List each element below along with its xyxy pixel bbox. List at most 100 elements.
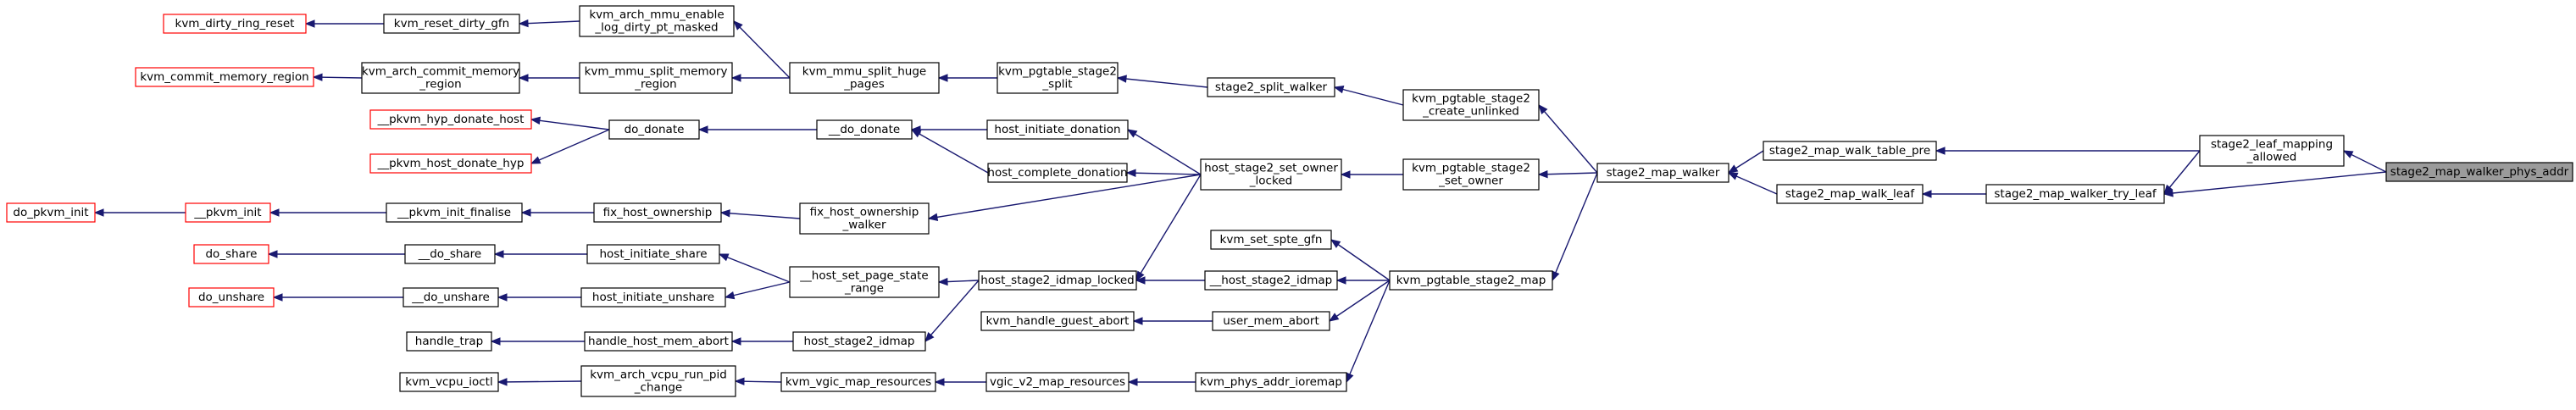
- node-arch-mmu-enable-log[interactable]: kvm_arch_mmu_enable_log_dirty_pt_masked: [579, 5, 735, 37]
- node-box: [580, 287, 726, 308]
- node-leaf-mapping[interactable]: stage2_leaf_mapping_allowed: [2199, 135, 2345, 167]
- node-commit-memory-region[interactable]: kvm_commit_memory_region: [135, 67, 314, 87]
- node-do-donate-dunder[interactable]: __do_donate: [816, 119, 913, 140]
- call-edge: [734, 377, 782, 385]
- node-label: fix_host_ownership: [603, 206, 713, 219]
- node-try-leaf[interactable]: stage2_map_walker_try_leaf: [1985, 184, 2165, 204]
- node-label: do_pkvm_init: [13, 206, 88, 219]
- arrowhead-icon: [730, 337, 741, 346]
- node-pkvm-host-donate-hyp[interactable]: __pkvm_host_donate_hyp: [369, 153, 532, 174]
- arrowhead-icon: [1333, 86, 1345, 94]
- node-map-walker[interactable]: stage2_map_walker: [1596, 163, 1729, 183]
- edge-line: [2163, 150, 2201, 195]
- node-handle-trap[interactable]: handle_trap: [406, 331, 492, 352]
- node-label: handle_host_mem_abort: [588, 335, 729, 348]
- node-pkvm-init-finalise[interactable]: __pkvm_init_finalise: [386, 202, 523, 223]
- node-label: stage2_map_walk_table_pre: [1769, 144, 1930, 158]
- node-root: stage2_map_walker_phys_addr: [2385, 162, 2573, 182]
- node-phys-addr-ioremap[interactable]: kvm_phys_addr_ioremap: [1195, 372, 1347, 392]
- node-box: [1207, 77, 1335, 97]
- edge-line: [1538, 104, 1598, 174]
- node-set-owner[interactable]: kvm_pgtable_stage2_set_owner: [1402, 158, 1540, 191]
- node-stage2-map[interactable]: kvm_pgtable_stage2_map: [1389, 270, 1553, 291]
- node-handle-host-mem-abort[interactable]: handle_host_mem_abort: [584, 331, 733, 352]
- node-label: handle_trap: [415, 335, 483, 348]
- node-label: _walker: [841, 219, 886, 232]
- node-arch-vcpu-run-pid-change[interactable]: kvm_arch_vcpu_run_pid_change: [580, 365, 736, 397]
- edge-line: [2163, 171, 2387, 195]
- node-host-set-owner[interactable]: host_stage2_set_owner_locked: [1200, 158, 1342, 191]
- node-vgic-v2-map-resources[interactable]: vgic_v2_map_resources: [985, 372, 1130, 392]
- node-label: kvm_pgtable_stage2_map: [1396, 274, 1546, 287]
- node-box: [193, 244, 269, 264]
- node-walk-table-pre[interactable]: stage2_map_walk_table_pre: [1763, 141, 1937, 161]
- node-label: host_stage2_set_owner: [1204, 162, 1338, 175]
- call-edge: [924, 280, 980, 343]
- arrowhead-icon: [719, 209, 730, 218]
- arrowhead-icon: [1135, 270, 1145, 282]
- arrowhead-icon: [1921, 190, 1932, 198]
- node-box: [980, 311, 1135, 331]
- node-pgtable-split[interactable]: kvm_pgtable_stage2_split: [997, 62, 1119, 94]
- call-edge: [2342, 150, 2387, 173]
- node-label: kvm_commit_memory_region: [140, 70, 308, 84]
- node-host-initiate-share[interactable]: host_initiate_share: [586, 244, 720, 264]
- arrowhead-icon: [924, 331, 935, 343]
- node-user-mem-abort[interactable]: user_mem_abort: [1212, 311, 1330, 331]
- node-mmu-split-huge-pages[interactable]: kvm_mmu_split_huge_pages: [789, 62, 940, 94]
- node-host-idmap-dunder[interactable]: __host_stage2_idmap: [1204, 270, 1338, 291]
- arrowhead-icon: [1335, 276, 1346, 285]
- node-host-complete-donation[interactable]: host_complete_donation: [987, 163, 1128, 183]
- node-host-set-page-state-range[interactable]: __host_set_page_state_range: [789, 266, 940, 298]
- node-reset-dirty-gfn[interactable]: kvm_reset_dirty_gfn: [383, 14, 520, 34]
- arrowhead-icon: [518, 19, 529, 28]
- node-mmu-split-memory-region[interactable]: kvm_mmu_split_memory_region: [579, 62, 733, 94]
- node-arch-commit-memory-region[interactable]: kvm_arch_commit_memory_region: [361, 62, 520, 94]
- arrowhead-icon: [937, 277, 948, 286]
- node-box: [399, 372, 499, 392]
- node-do-pkvm-init[interactable]: do_pkvm_init: [6, 202, 96, 223]
- arrowhead-icon: [530, 116, 541, 125]
- node-do-share[interactable]: __do_share: [404, 244, 496, 264]
- node-label: do_unshare: [198, 291, 264, 304]
- node-box: [1402, 158, 1540, 191]
- node-walk-leaf[interactable]: stage2_map_walk_leaf: [1776, 184, 1924, 204]
- node-split-walker[interactable]: stage2_split_walker: [1207, 77, 1335, 97]
- node-fix-host-ownership-walker[interactable]: fix_host_ownership_walker: [799, 202, 930, 235]
- node-label: stage2_split_walker: [1215, 80, 1328, 94]
- node-box: [404, 244, 496, 264]
- node-handle-guest-abort[interactable]: kvm_handle_guest_abort: [980, 311, 1135, 331]
- node-do-donate[interactable]: do_donate: [608, 119, 700, 140]
- node-do-share-red[interactable]: do_share: [193, 244, 269, 264]
- node-do-unshare[interactable]: __do_unshare: [402, 287, 499, 308]
- node-pkvm-hyp-donate-host[interactable]: __pkvm_hyp_donate_host: [369, 109, 532, 130]
- node-vcpu-ioctl[interactable]: kvm_vcpu_ioctl: [399, 372, 499, 392]
- node-fix-host-ownership[interactable]: fix_host_ownership: [593, 202, 722, 223]
- node-box: [383, 14, 520, 34]
- arrowhead-icon: [267, 250, 278, 258]
- node-dirty-ring-reset[interactable]: kvm_dirty_ring_reset: [163, 14, 307, 34]
- call-edge: [269, 208, 386, 217]
- node-do-unshare-red[interactable]: do_unshare: [188, 287, 275, 308]
- arrowhead-icon: [1125, 169, 1136, 177]
- node-host-initiate-unshare[interactable]: host_initiate_unshare: [580, 287, 726, 308]
- node-set-spte-gfn[interactable]: kvm_set_spte_gfn: [1210, 230, 1332, 250]
- node-vgic-map-resources[interactable]: kvm_vgic_map_resources: [780, 372, 936, 392]
- node-pkvm-init[interactable]: __pkvm_init: [185, 202, 271, 223]
- arrowhead-icon: [733, 20, 743, 30]
- node-box: [1200, 158, 1342, 191]
- arrowhead-icon: [269, 208, 280, 217]
- node-box: [135, 67, 314, 87]
- node-box: [593, 202, 722, 223]
- node-box: [2385, 162, 2573, 182]
- call-edge: [272, 293, 403, 302]
- node-label: host_initiate_donation: [994, 123, 1120, 136]
- node-box: [402, 287, 499, 308]
- arrowhead-icon: [1552, 270, 1560, 282]
- node-label: stage2_leaf_mapping: [2211, 138, 2333, 152]
- node-create-unlinked[interactable]: kvm_pgtable_stage2_create_unlinked: [1402, 89, 1540, 121]
- node-host-initiate-donation[interactable]: host_initiate_donation: [986, 119, 1129, 140]
- node-label: kvm_arch_commit_memory: [362, 65, 519, 79]
- node-host-stage2-idmap[interactable]: host_stage2_idmap: [792, 331, 926, 352]
- node-host-idmap-locked[interactable]: host_stage2_idmap_locked: [978, 270, 1137, 291]
